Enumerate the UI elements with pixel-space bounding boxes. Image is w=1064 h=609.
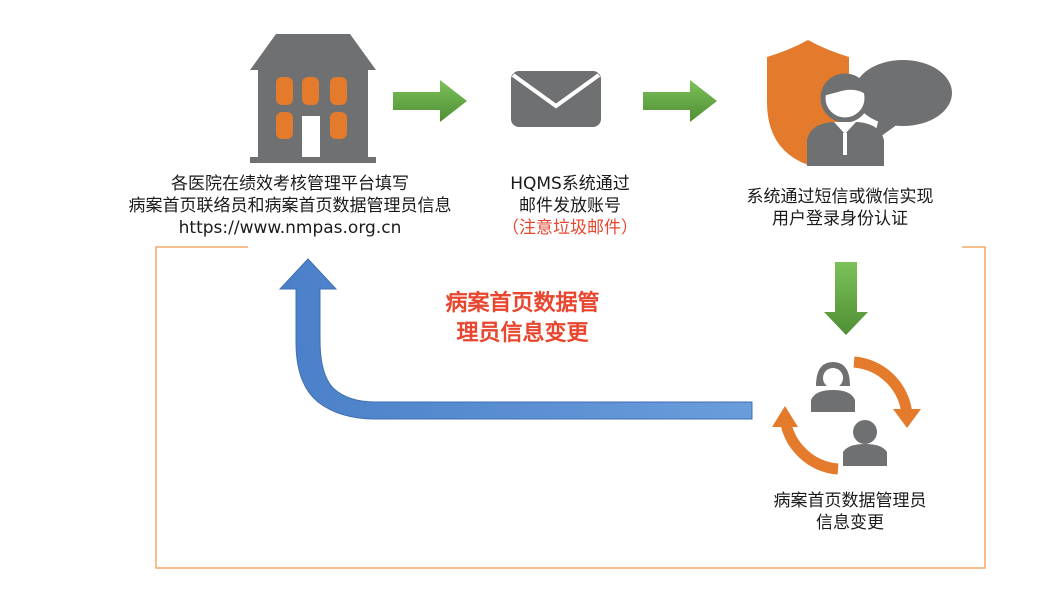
auth-step-label: 系统通过短信或微信实现 用户登录身份认证: [700, 186, 980, 230]
arrow-right-1: [393, 80, 467, 122]
user-swap-icon: [772, 356, 921, 475]
center-label-line2: 理员信息变更: [456, 321, 589, 346]
envelope-icon: [511, 71, 601, 127]
arrow-down: [824, 262, 868, 335]
email-step-line2: 邮件发放账号: [519, 196, 621, 216]
change-step-line1: 病案首页数据管理员: [773, 491, 927, 511]
change-step-line2: 信息变更: [816, 513, 884, 533]
building-icon: [250, 34, 376, 163]
hospital-step-line2: 病案首页联络员和病案首页数据管理员信息: [128, 196, 452, 216]
auth-step-line2: 用户登录身份认证: [772, 209, 908, 229]
email-step-note: （注意垃圾邮件）: [502, 218, 638, 238]
hospital-step-line1: 各医院在绩效考核管理平台填写: [171, 174, 409, 194]
hospital-step-label: 各医院在绩效考核管理平台填写 病案首页联络员和病案首页数据管理员信息 https…: [80, 173, 500, 239]
frame-border: [155, 246, 986, 569]
auth-step-line1: 系统通过短信或微信实现: [746, 187, 934, 207]
email-step-label: HQMS系统通过 邮件发放账号 （注意垃圾邮件）: [455, 173, 685, 239]
center-label: 病案首页数据管 理员信息变更: [395, 289, 650, 349]
hospital-step-url: https://www.nmpas.org.cn: [178, 218, 402, 238]
email-step-line1: HQMS系统通过: [510, 174, 630, 194]
return-arrow: [278, 258, 753, 420]
center-label-line1: 病案首页数据管: [445, 291, 600, 316]
user-shield-chat-icon: [767, 40, 952, 166]
change-step-label: 病案首页数据管理员 信息变更: [735, 490, 965, 534]
arrow-right-2: [643, 80, 717, 122]
